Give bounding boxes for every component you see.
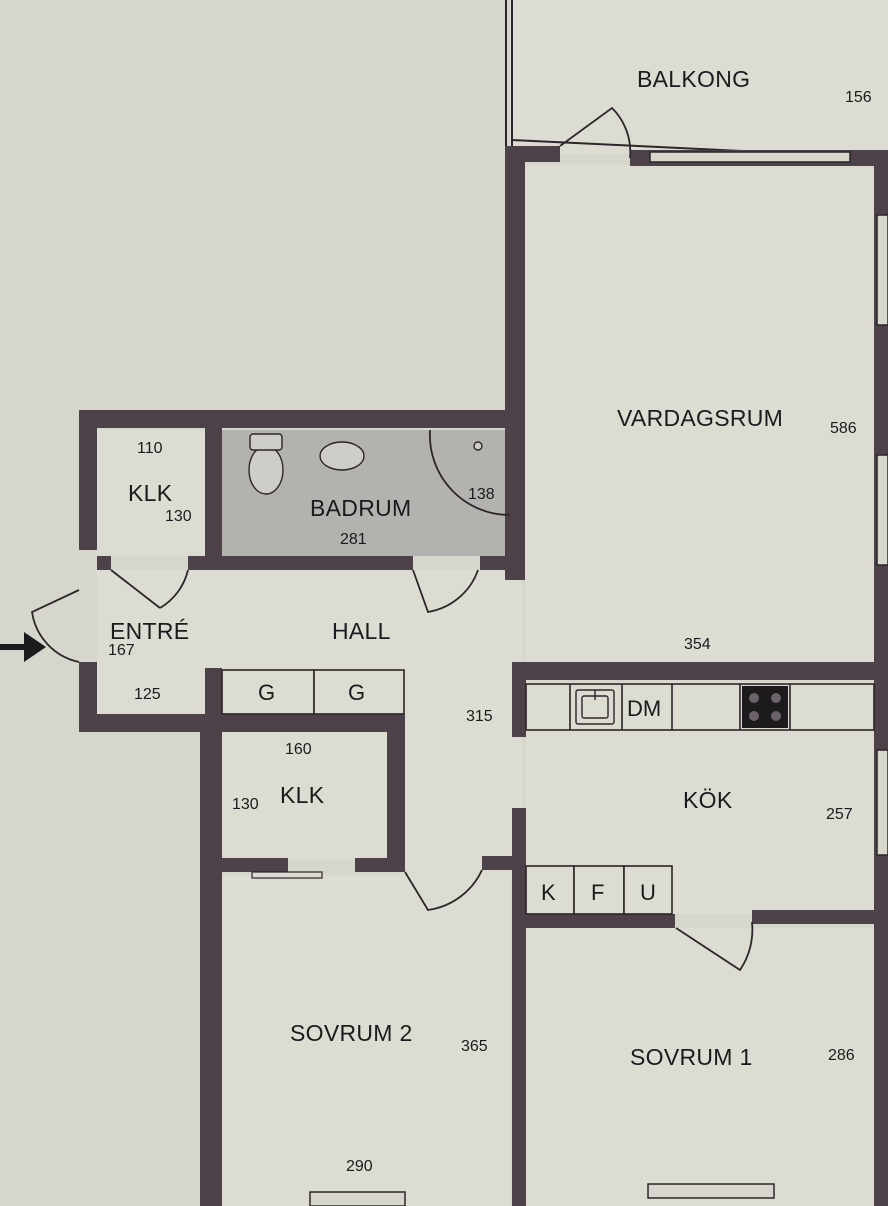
hall-corridor-floor	[402, 680, 522, 880]
klk-entry-floor	[97, 430, 207, 555]
door-balkong	[559, 106, 632, 159]
kitchen-counter	[525, 683, 875, 731]
sovrum1-floor	[525, 928, 888, 1206]
doors	[31, 106, 754, 972]
dim-klk-entry-side: 130	[165, 508, 192, 525]
wall-livingroom-left	[505, 146, 525, 580]
door-entrance	[31, 589, 80, 663]
wall-bed1-top-b	[752, 910, 888, 924]
toilet-icon	[248, 445, 284, 495]
window-sovrum2-bottom	[309, 1191, 406, 1206]
dim-sovrum2-bottom: 290	[346, 1158, 373, 1175]
unit-u	[623, 865, 673, 915]
dim-klk-entry-top: 110	[137, 440, 163, 457]
wall-bed1-top-a	[512, 914, 675, 928]
room-label-klk-entry: KLK	[128, 480, 173, 506]
counter-top	[525, 683, 875, 731]
wardrobes	[221, 669, 405, 715]
dim-entre-bottom: 125	[134, 686, 161, 703]
dishwasher-label: DM	[627, 696, 662, 721]
dim-klk-hall-side: 130	[232, 796, 259, 813]
vardagsrum-floor	[525, 165, 888, 670]
fridge-units	[525, 865, 673, 915]
dim-badrum: 281	[340, 531, 367, 548]
wall-klk-hall-top	[200, 714, 405, 732]
door-sovrum1	[675, 921, 754, 972]
room-label-balkong: BALKONG	[637, 66, 751, 92]
window-right-2	[876, 454, 888, 566]
wall-klk-bath-divider	[205, 428, 222, 558]
dim-kok: 257	[826, 806, 853, 823]
dim-klk-hall-top: 160	[285, 741, 312, 758]
window-right-3	[876, 749, 888, 856]
unit-label-f: F	[591, 880, 605, 905]
wall-bath-bottom-b	[480, 556, 525, 570]
room-label-badrum: BADRUM	[310, 495, 412, 521]
sovrum2-floor	[222, 875, 510, 1206]
dim-entre: 167	[108, 642, 135, 659]
wardrobe-2	[313, 669, 405, 715]
room-label-sovrum1: SOVRUM 1	[630, 1044, 753, 1070]
balkong-floor	[510, 0, 888, 154]
unit-k	[525, 865, 575, 915]
wardrobe-label-2: G	[348, 680, 366, 705]
door-sovrum2	[404, 869, 483, 911]
room-label-klk-hall: KLK	[280, 782, 325, 808]
door-badrum	[412, 569, 479, 614]
dim-vardagsrum-depth: 354	[684, 636, 711, 653]
wall-klk-bottom-stub	[97, 556, 111, 570]
wardrobe-label-1: G	[258, 680, 276, 705]
toilet-tank-icon	[249, 433, 283, 451]
dim-sovrum1: 286	[828, 1047, 855, 1064]
unit-label-k: K	[541, 880, 556, 905]
wall-klk-hall-left	[200, 732, 222, 1206]
window-sovrum1-bottom	[647, 1183, 775, 1199]
window-right-1	[876, 214, 888, 326]
wall-kitchen-left-top	[512, 662, 526, 737]
room-label-kok: KÖK	[683, 787, 733, 813]
dim-vardagsrum-width: 586	[830, 420, 857, 437]
wall-klk-hall-bottom-a	[222, 858, 288, 872]
entrance-arrow-icon	[0, 632, 46, 662]
wall-bath-bottom-a	[188, 556, 413, 570]
wall-klk-hall-right	[387, 714, 405, 872]
wall-klk-hall-bottom-b	[355, 858, 405, 872]
wall-bath-top	[79, 410, 525, 428]
dim-balkong: 156	[845, 89, 872, 106]
wall-livingroom-bottom	[512, 662, 888, 680]
dim-sovrum2-side: 365	[461, 1038, 488, 1055]
wall-entry-left-top	[79, 410, 97, 550]
wall-bed2-top-right	[482, 856, 526, 870]
shower-head-icon	[473, 441, 483, 451]
wall-kitchen-left-bottom	[512, 808, 526, 1206]
sink-icon	[319, 441, 365, 471]
bathroom-fixtures	[248, 433, 483, 495]
wall-livingroom-top-a	[505, 146, 560, 162]
kitchen-sink-icon	[575, 689, 615, 725]
stove-icon	[742, 686, 788, 728]
room-label-entre: ENTRÉ	[110, 618, 190, 644]
room-label-hall: HALL	[332, 618, 391, 644]
door-klk-entry	[110, 569, 189, 609]
sliding-door-klk	[251, 871, 323, 879]
room-label-sovrum2: SOVRUM 2	[290, 1020, 413, 1046]
wall-entry-bottom	[79, 714, 221, 732]
shower-curve	[428, 429, 511, 516]
klk-hall-floor	[222, 732, 387, 860]
room-label-vardagsrum: VARDAGSRUM	[617, 405, 784, 431]
unit-label-u: U	[640, 880, 656, 905]
dim-hall: 315	[466, 708, 493, 725]
windows	[309, 151, 888, 1206]
dim-badrum-shower: 138	[468, 486, 495, 503]
window-livingroom-top	[649, 151, 851, 163]
